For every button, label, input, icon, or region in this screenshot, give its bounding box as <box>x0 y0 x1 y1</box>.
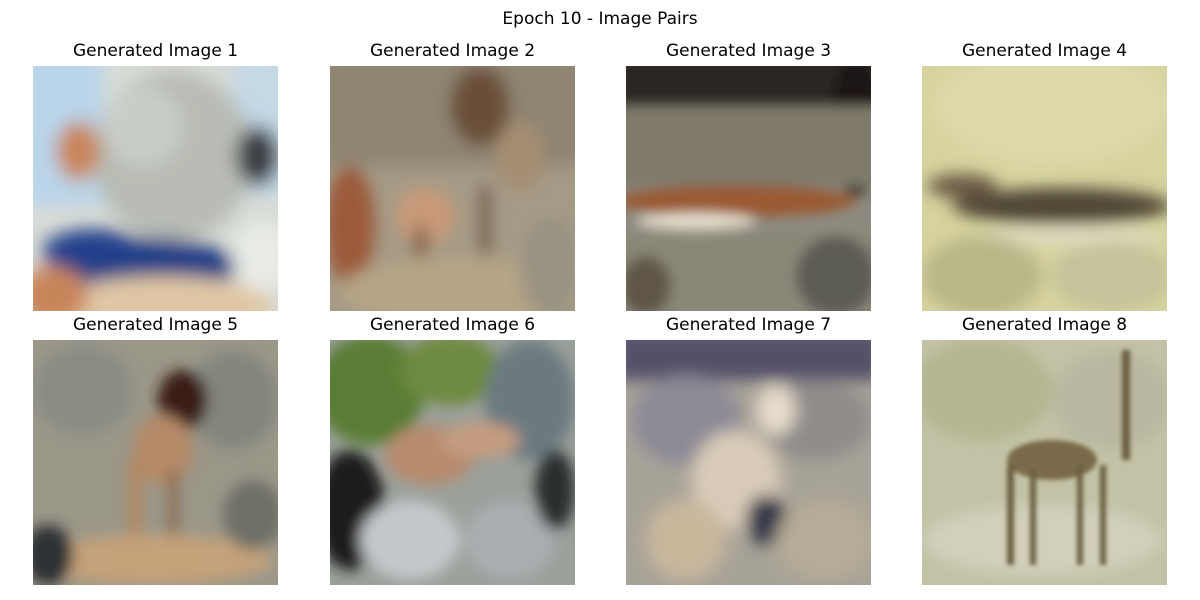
panel-title-3: Generated Image 3 <box>665 41 832 61</box>
generated-image-6 <box>330 340 575 585</box>
generated-image-8 <box>922 340 1167 585</box>
panel-title-7: Generated Image 7 <box>665 315 832 335</box>
panel-title-6: Generated Image 6 <box>369 315 536 335</box>
generated-image-5 <box>33 340 278 585</box>
panel-title-4: Generated Image 4 <box>961 41 1128 61</box>
generated-image-1 <box>33 66 278 311</box>
generated-image-3 <box>626 66 871 311</box>
panel-title-8: Generated Image 8 <box>961 315 1128 335</box>
generated-image-4 <box>922 66 1167 311</box>
generated-image-2 <box>330 66 575 311</box>
panel-title-1: Generated Image 1 <box>72 41 239 61</box>
panel-title-5: Generated Image 5 <box>72 315 239 335</box>
generated-image-7 <box>626 340 871 585</box>
figure-title: Epoch 10 - Image Pairs <box>502 9 698 29</box>
panel-title-2: Generated Image 2 <box>369 41 536 61</box>
